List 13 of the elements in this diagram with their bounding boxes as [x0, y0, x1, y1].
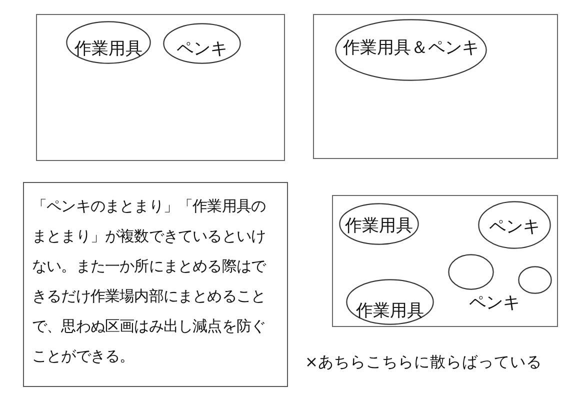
group-label: 作業用具 [74, 40, 142, 60]
group-label: ペンキ [176, 40, 228, 60]
group-label: 作業用具＆ペンキ [343, 39, 479, 59]
caption-text: ×あちらこちらに散らばっている [305, 354, 542, 372]
frame-panel [36, 14, 285, 161]
note-panel [23, 182, 288, 387]
group-label: 作業用具 [345, 217, 413, 237]
frame-panel [313, 14, 558, 159]
note-text: 「ペンキのまとまり」「作業用具のまとまり」が複数できているといけない。また一か所にまとめる際はできるだけ作業場内部にまとめることで、思わぬ区画はみ出し減点を防ぐことができる。 [32, 196, 268, 367]
group-label: 作業用具 [356, 302, 424, 322]
frame-panel [332, 195, 558, 327]
group-label: ペンキ [489, 218, 540, 238]
group-label: ペンキ [469, 294, 520, 314]
